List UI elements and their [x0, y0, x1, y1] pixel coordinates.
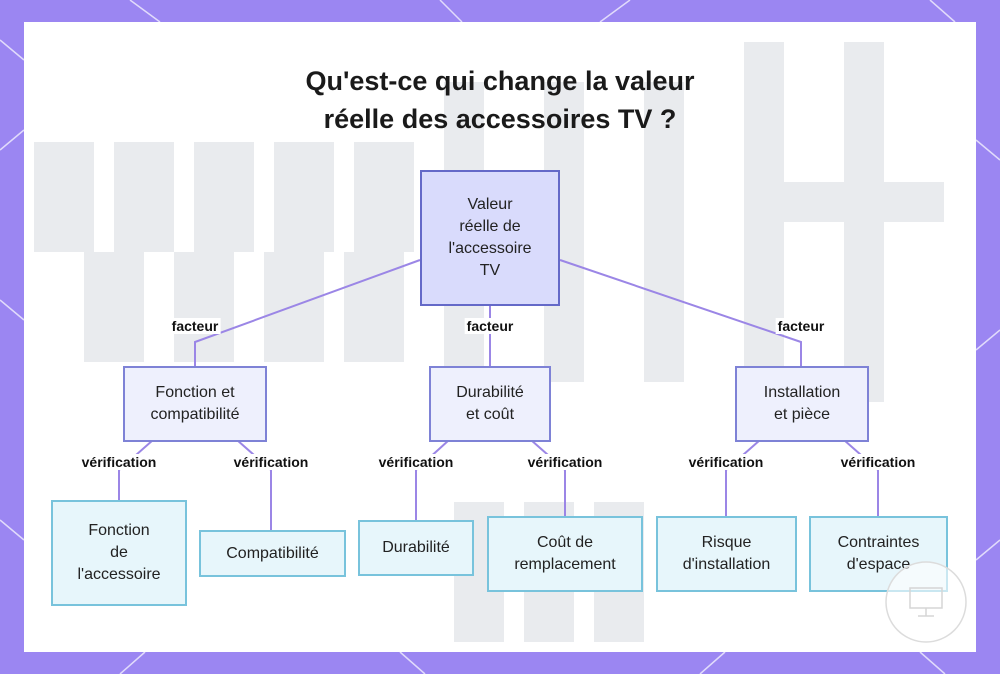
edge-label-factor: facteur [775, 318, 827, 334]
branch-node-label: Durabilité et coût [456, 384, 524, 423]
leaf-node-replacement-cost: Coût de remplacement [487, 516, 643, 592]
leaf-node-label: Risque d'installation [682, 534, 771, 573]
edge-branch-1-leaf-1 [118, 439, 154, 500]
leaf-node-label: Durabilité [382, 539, 450, 556]
edge-label-check: vérification [686, 454, 766, 470]
leaf-node-label: Compatibilité [226, 544, 319, 562]
diagram-title: Qu'est-ce qui change la valeur réelle de… [24, 62, 976, 138]
edge-root-branch-1 [194, 259, 421, 368]
leaf-node-label: Contraintes d'espace [837, 534, 920, 573]
edge-branch-3-leaf-2 [843, 439, 879, 516]
title-line: réelle des accessoires TV ? [323, 104, 677, 134]
branch-node-function: Fonction et compatibilité [123, 366, 267, 442]
diagram-panel: Qu'est-ce qui change la valeur réelle de… [24, 22, 976, 652]
edge-label-check: vérification [79, 454, 159, 470]
edge-label-check: vérification [376, 454, 456, 470]
edge-label-factor: facteur [169, 318, 221, 334]
diagram-edges [118, 259, 879, 530]
leaf-node-durability: Durabilité [358, 520, 474, 576]
root-node-label: Valeur réelle de l'accessoire TV [448, 196, 532, 279]
branch-node-installation: Installation et pièce [735, 366, 869, 442]
leaf-node-function: Fonction de l'accessoire [51, 500, 187, 606]
branch-node-label: Fonction et compatibilité [150, 384, 240, 423]
leaf-node-installation-risk: Risque d'installation [656, 516, 797, 592]
root-node: Valeur réelle de l'accessoire TV [420, 170, 560, 306]
leaf-node-compatibility: Compatibilité [199, 530, 346, 577]
leaf-node-label: Fonction de l'accessoire [77, 522, 161, 583]
edge-label-check: vérification [838, 454, 918, 470]
tv-logo-icon [885, 561, 967, 643]
edge-label-check: vérification [231, 454, 311, 470]
edge-label-check: vérification [525, 454, 605, 470]
edge-branch-1-leaf-2 [236, 439, 272, 530]
edge-branch-3-leaf-1 [725, 439, 761, 516]
leaf-node-label: Coût de remplacement [514, 534, 616, 573]
title-line: Qu'est-ce qui change la valeur [305, 66, 695, 96]
edge-branch-2-leaf-2 [530, 439, 566, 516]
edge-branch-2-leaf-1 [415, 439, 450, 520]
edge-label-factor: facteur [464, 318, 516, 334]
branch-node-durability: Durabilité et coût [429, 366, 551, 442]
edge-root-branch-3 [559, 259, 802, 368]
branch-node-label: Installation et pièce [763, 384, 841, 423]
